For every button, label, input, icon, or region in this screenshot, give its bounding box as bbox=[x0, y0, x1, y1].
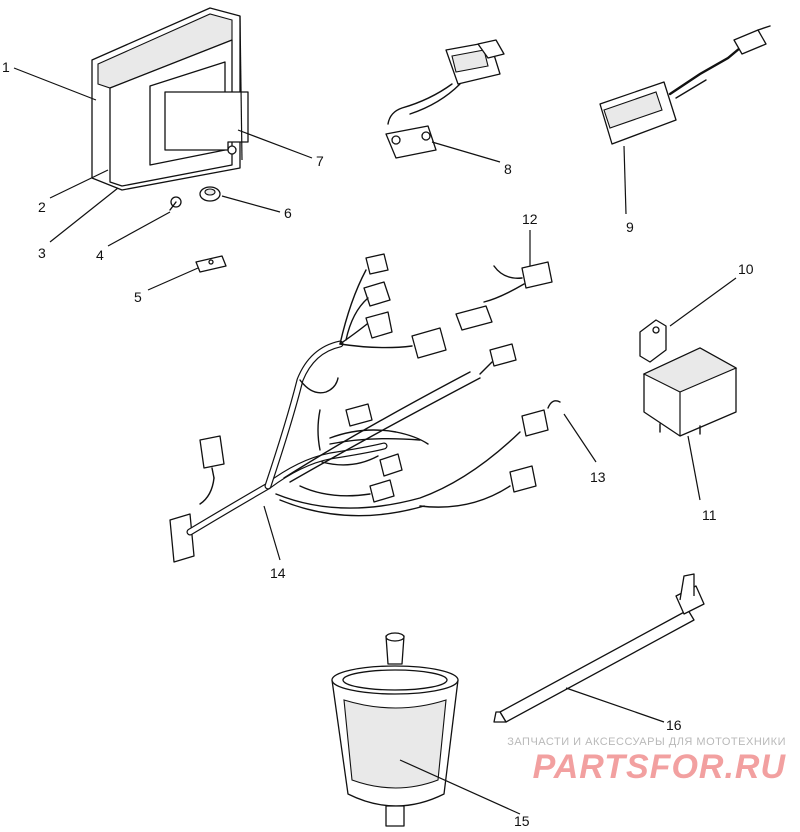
callout-label: 14 bbox=[270, 565, 286, 581]
screw bbox=[169, 196, 182, 211]
callout-label: 11 bbox=[702, 507, 717, 523]
callout-9: 9 bbox=[623, 145, 634, 235]
callout-label: 10 bbox=[738, 261, 754, 277]
callout-4: 4 bbox=[96, 211, 171, 263]
callout-label: 15 bbox=[514, 813, 530, 829]
callout-label: 1 bbox=[2, 59, 10, 75]
callout-label: 8 bbox=[504, 161, 512, 177]
callout-13: 13 bbox=[563, 413, 606, 485]
callout-3: 3 bbox=[38, 187, 119, 261]
callout-15: 15 bbox=[399, 759, 530, 829]
small-pin bbox=[547, 400, 561, 409]
watermark-logo: PARTSFOR.RU bbox=[532, 748, 786, 786]
callout-label: 7 bbox=[316, 153, 324, 169]
callout-6: 6 bbox=[221, 195, 292, 221]
callout-7: 7 bbox=[237, 129, 324, 169]
callout-label: 6 bbox=[284, 205, 292, 221]
callout-5: 5 bbox=[134, 267, 199, 305]
callout-label: 4 bbox=[96, 247, 104, 263]
small-clip bbox=[195, 255, 227, 273]
grommet bbox=[199, 186, 221, 202]
callout-2: 2 bbox=[38, 169, 109, 215]
ecu-module bbox=[91, 7, 249, 191]
callout-label: 5 bbox=[134, 289, 142, 305]
callout-8: 8 bbox=[431, 141, 512, 177]
watermark-tagline: ЗАПЧАСТИ И АКСЕССУАРЫ ДЛЯ МОТОТЕХНИКИ bbox=[507, 736, 786, 748]
connector-pair bbox=[455, 261, 553, 331]
fuel-filter bbox=[331, 632, 459, 827]
wiring-harness bbox=[169, 253, 549, 563]
callout-16: 16 bbox=[565, 687, 682, 733]
watermark: ЗАПЧАСТИ И АКСЕССУАРЫ ДЛЯ МОТОТЕХНИКИ PA… bbox=[486, 736, 786, 786]
relay bbox=[639, 319, 738, 437]
cable-tie bbox=[493, 573, 705, 723]
callout-label: 16 bbox=[666, 717, 682, 733]
callout-12: 12 bbox=[522, 211, 538, 266]
callout-label: 3 bbox=[38, 245, 46, 261]
sensor-with-connector bbox=[385, 39, 505, 159]
callout-label: 9 bbox=[626, 219, 634, 235]
callout-label: 13 bbox=[590, 469, 606, 485]
callout-label: 2 bbox=[38, 199, 46, 215]
callout-label: 12 bbox=[522, 211, 538, 227]
switch-with-cable bbox=[599, 25, 771, 145]
callout-11: 11 bbox=[687, 435, 717, 523]
callout-1: 1 bbox=[2, 59, 97, 101]
callout-14: 14 bbox=[263, 505, 286, 581]
callout-10: 10 bbox=[669, 261, 754, 327]
